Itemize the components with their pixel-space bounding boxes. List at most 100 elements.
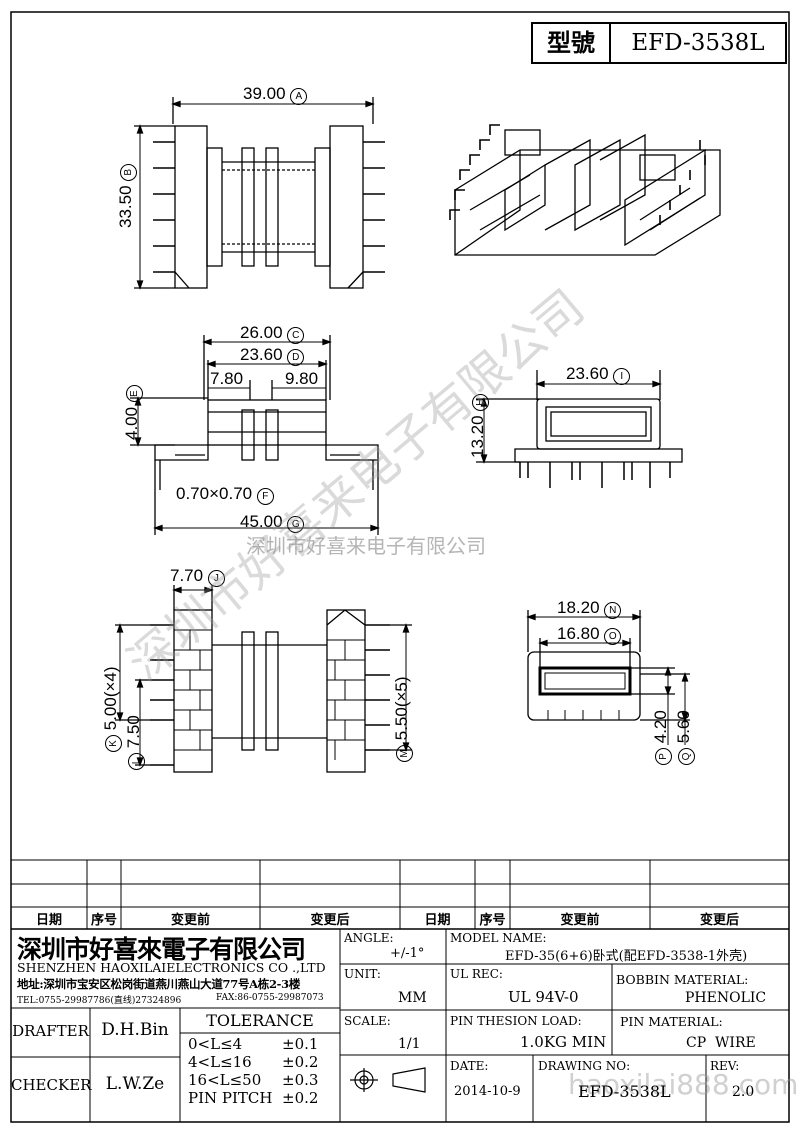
company-tel: TEL:0755-29987786(直线)27324896 bbox=[17, 996, 182, 1006]
scale-value: 1/1 bbox=[398, 1036, 421, 1052]
projection-symbol bbox=[350, 1067, 426, 1093]
date-value: 2014-10-9 bbox=[454, 1084, 521, 1099]
model-name-label: MODEL NAME: bbox=[450, 931, 547, 945]
dim-w2: 9.80 bbox=[285, 369, 319, 388]
tolerance-title: TOLERANCE bbox=[206, 1011, 314, 1030]
isometric-view bbox=[449, 124, 721, 256]
dim-m: M 5.50(×5) bbox=[392, 676, 413, 762]
unit-value: MM bbox=[398, 990, 427, 1006]
circle-l-icon: L bbox=[128, 753, 145, 770]
dim-g: 45.00 G bbox=[240, 512, 305, 533]
side-view bbox=[476, 370, 683, 488]
rev-value: 2.0 bbox=[732, 1084, 755, 1100]
checker-label: CHECKER bbox=[11, 1076, 92, 1094]
circle-n-icon: N bbox=[604, 602, 622, 619]
circle-a-icon: A bbox=[290, 88, 308, 105]
pin-thesion-load-label: PIN THESION LOAD: bbox=[450, 1014, 582, 1028]
watermark-bottom: haoxilai888.com bbox=[568, 1068, 799, 1101]
front-view bbox=[130, 335, 380, 535]
dim-f: 0.70×0.70 F bbox=[176, 484, 274, 505]
dim-b-value: 33.50 bbox=[116, 185, 135, 228]
circle-c-icon: C bbox=[287, 327, 305, 344]
circle-o-icon: O bbox=[604, 628, 622, 645]
dim-k: K 5.00(×4) bbox=[101, 666, 122, 752]
circle-p-icon: P bbox=[655, 748, 672, 765]
bobbin-material-value: PHENOLIC bbox=[685, 990, 767, 1006]
bottom-view bbox=[115, 585, 412, 773]
tolerance-range-1: 0<L≤4 bbox=[188, 1035, 243, 1053]
circle-j-icon: J bbox=[207, 570, 225, 587]
dim-d-value: 23.60 bbox=[240, 345, 283, 364]
dim-c: 26.00 C bbox=[240, 323, 305, 344]
tolerance-value-2: ±0.2 bbox=[282, 1053, 319, 1071]
tolerance-range-4: PIN PITCH bbox=[188, 1089, 273, 1107]
section-view bbox=[526, 610, 690, 745]
angle-value: +/-1° bbox=[390, 946, 425, 961]
dim-q-value: 5.60 bbox=[674, 710, 693, 744]
dim-c-value: 26.00 bbox=[240, 323, 283, 342]
dim-p: P 4.20 bbox=[651, 710, 672, 765]
rev-after-header-2: 变更后 bbox=[699, 913, 739, 928]
dim-i-value: 23.60 bbox=[566, 364, 609, 383]
circle-k-icon: K bbox=[105, 735, 122, 752]
tolerance-value-3: ±0.3 bbox=[282, 1071, 319, 1089]
company-name-en: SHENZHEN HAOXILAIELECTRONICS CO .,LTD bbox=[17, 960, 326, 975]
dim-q: Q 5.60 bbox=[674, 710, 695, 765]
dim-d: 23.60 D bbox=[240, 345, 305, 366]
checker-value: L.W.Ze bbox=[105, 1074, 165, 1094]
model-label: 型號 bbox=[533, 24, 611, 62]
rev-after-header: 变更后 bbox=[310, 913, 350, 928]
ul-rec-value: UL 94V-0 bbox=[508, 988, 579, 1006]
dim-n-value: 18.20 bbox=[557, 598, 600, 617]
model-value: EFD-3538L bbox=[631, 30, 765, 56]
tolerance-range-3: 16<L≤50 bbox=[188, 1071, 262, 1089]
dim-g-value: 45.00 bbox=[240, 512, 283, 531]
circle-f-icon: F bbox=[256, 488, 274, 505]
circle-b-icon: B bbox=[120, 163, 137, 181]
company-name-cn: 深圳市好喜來電子有限公司 bbox=[17, 935, 306, 964]
tolerance-value-4: ±0.2 bbox=[282, 1089, 319, 1107]
circle-d-icon: D bbox=[287, 349, 305, 366]
pin-material-label: PIN MATERIAL: bbox=[620, 1014, 723, 1029]
circle-i-icon: I bbox=[613, 368, 631, 385]
model-header: 型號 EFD-3538L bbox=[531, 22, 787, 64]
dim-l: L 7.50 bbox=[124, 715, 145, 770]
pin-material-value: CP WIRE bbox=[686, 1035, 756, 1051]
rev-label: REV: bbox=[710, 1059, 740, 1073]
date-label: DATE: bbox=[450, 1059, 489, 1073]
dim-p-value: 4.20 bbox=[651, 710, 670, 744]
rev-date-header: 日期 bbox=[35, 913, 62, 928]
top-view bbox=[134, 97, 385, 290]
dim-e: 4.00 E bbox=[122, 385, 143, 440]
dim-a-value: 39.00 bbox=[243, 84, 286, 103]
rev-before-header: 变更前 bbox=[170, 913, 210, 928]
rev-seq-header-2: 序号 bbox=[479, 913, 506, 928]
scale-label: SCALE: bbox=[344, 1014, 391, 1028]
drafter-label: DRAFTER bbox=[12, 1022, 89, 1040]
drawing-no-label: DRAWING NO: bbox=[538, 1059, 631, 1073]
rev-date-header-2: 日期 bbox=[424, 913, 451, 928]
dim-o-value: 16.80 bbox=[557, 624, 600, 643]
tolerance-value-1: ±0.1 bbox=[282, 1035, 319, 1053]
dim-w1: 7.80 bbox=[210, 369, 244, 388]
circle-g-icon: G bbox=[287, 516, 305, 533]
company-address: 地址:深圳市宝安区松岗街道燕川燕山大道77号A栋2-3楼 bbox=[17, 977, 301, 991]
tolerance-range-2: 4<L≤16 bbox=[188, 1053, 252, 1071]
dim-k-value: 5.00(×4) bbox=[101, 666, 120, 731]
dim-j: 7.70 J bbox=[170, 566, 225, 587]
circle-m-icon: M bbox=[396, 745, 413, 762]
dim-m-value: 5.50(×5) bbox=[392, 676, 411, 741]
bobbin-material-label: BOBBIN MATERIAL: bbox=[616, 972, 749, 987]
dim-n: 18.20 N bbox=[557, 598, 622, 619]
dim-a: 39.00 A bbox=[243, 84, 308, 105]
dim-b: 33.50 B bbox=[116, 163, 137, 228]
rev-before-header-2: 变更前 bbox=[560, 913, 600, 928]
pin-thesion-load-value: 1.0KG MIN bbox=[520, 1033, 607, 1051]
title-block-grid bbox=[11, 859, 789, 1122]
dim-f-value: 0.70×0.70 bbox=[176, 484, 253, 503]
circle-q-icon: Q bbox=[678, 748, 695, 765]
angle-label: ANGLE: bbox=[344, 931, 394, 945]
rev-seq-header: 序号 bbox=[90, 913, 117, 928]
ul-rec-label: UL REC: bbox=[450, 967, 503, 981]
dim-l-value: 7.50 bbox=[124, 715, 143, 749]
